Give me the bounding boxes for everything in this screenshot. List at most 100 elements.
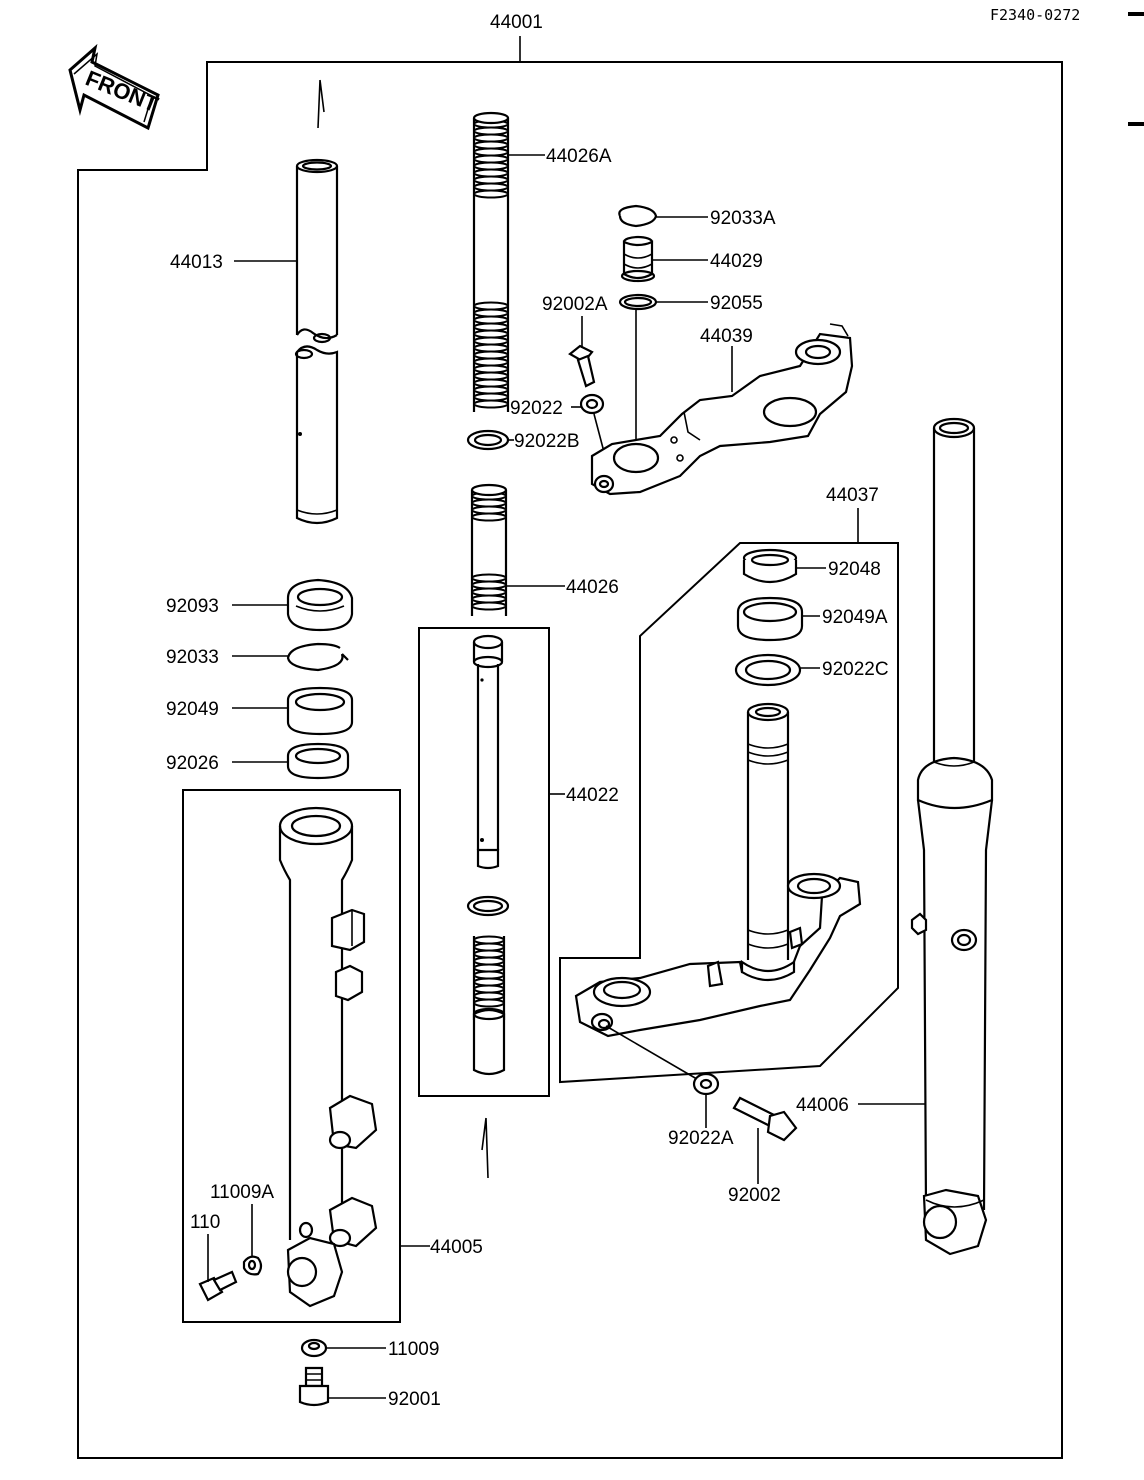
- washer-92026: [286, 742, 350, 780]
- label-92026: 92026: [166, 753, 219, 774]
- spring-coil: [473, 935, 505, 945]
- washer-92022A: [692, 1072, 720, 1096]
- front-arrow-icon: FRONT: [68, 43, 162, 131]
- label-92033A: 92033A: [710, 208, 776, 229]
- spring-coil: [473, 399, 509, 409]
- label-92002A: 92002A: [542, 294, 608, 315]
- label-92022C: 92022C: [822, 659, 889, 680]
- spring-coil: [473, 991, 505, 1001]
- spring-coil: [473, 963, 505, 973]
- label-44005: 44005: [430, 1237, 483, 1258]
- spring-coil: [471, 594, 507, 604]
- circlip-92033: [286, 642, 349, 672]
- label-92055: 92055: [710, 293, 763, 314]
- label-44026: 44026: [566, 577, 619, 598]
- fork-spring-44026A: [472, 111, 510, 412]
- drawing-code: F2340-0272: [990, 6, 1080, 24]
- damper-rod-44022: [466, 634, 510, 1076]
- cap-bolt-44029: [620, 235, 656, 283]
- spring-coil: [471, 512, 507, 522]
- drain-bolt-110: [198, 1270, 238, 1302]
- spring-coil: [471, 498, 507, 508]
- spring-coil: [473, 168, 509, 178]
- spring-coil: [473, 984, 505, 994]
- spring-coil: [473, 175, 509, 185]
- edge-mark-bottom: [1128, 122, 1144, 126]
- direction-arrow-bottom: [481, 1117, 489, 1179]
- assembly-frame: [77, 61, 1063, 1459]
- bolt-92002A: [568, 344, 596, 388]
- spring-coil: [473, 189, 509, 199]
- label-92049A: 92049A: [822, 607, 888, 628]
- o-ring-92055: [618, 293, 658, 311]
- label-92022: 92022: [510, 398, 563, 419]
- spring-coil: [473, 154, 509, 164]
- spring-coil: [471, 587, 507, 597]
- stem-nut-92048: [742, 548, 798, 584]
- spring-coil: [473, 970, 505, 980]
- clamp-bolt-92002: [732, 1096, 798, 1142]
- label-44026A: 44026A: [546, 146, 612, 167]
- box-44022: [418, 627, 550, 1097]
- complete-fork-44006: [910, 417, 994, 1256]
- bearing-92049A: [736, 596, 804, 642]
- spring-coil: [473, 357, 509, 367]
- spring-coil: [473, 322, 509, 332]
- gasket-11009: [300, 1338, 328, 1358]
- label-92022B: 92022B: [514, 431, 580, 452]
- spring-coil: [471, 505, 507, 515]
- spring-coil: [473, 126, 509, 136]
- spring-coil: [473, 336, 509, 346]
- box-44005: [182, 789, 401, 1323]
- box-44037: [559, 542, 899, 1084]
- label-44029: 44029: [710, 251, 763, 272]
- label-92033: 92033: [166, 647, 219, 668]
- spring-coil: [473, 977, 505, 987]
- gasket-11009A: [242, 1255, 263, 1276]
- label-110: 110: [190, 1212, 220, 1233]
- spring-coil: [473, 998, 505, 1008]
- label-92002: 92002: [728, 1185, 781, 1206]
- spring-coil: [473, 392, 509, 402]
- spring-coil: [473, 956, 505, 966]
- label-44022: 44022: [566, 785, 619, 806]
- spring-coil: [473, 147, 509, 157]
- steering-stem-lower-bracket: [574, 702, 862, 1038]
- spring-coil: [473, 161, 509, 171]
- spring-coil: [471, 601, 507, 611]
- spring-coil: [473, 385, 509, 395]
- edge-mark-top: [1128, 12, 1144, 16]
- spring-coil: [473, 140, 509, 150]
- spring-coil: [473, 133, 509, 143]
- bolt-92001: [298, 1366, 330, 1407]
- label-11009: 11009: [388, 1339, 439, 1360]
- direction-arrow-top: [317, 79, 325, 129]
- spring-coil: [473, 350, 509, 360]
- circlip-92033A: [618, 204, 658, 228]
- label-92001: 92001: [388, 1389, 441, 1410]
- spring-coil: [473, 343, 509, 353]
- label-92022A: 92022A: [668, 1128, 734, 1149]
- spring-coil: [473, 364, 509, 374]
- spring-coil: [473, 301, 509, 311]
- spring-coil: [473, 378, 509, 388]
- fork-inner-tube: [294, 158, 339, 525]
- fork-outer-tube-44005: [278, 806, 378, 1308]
- spring-coil: [473, 182, 509, 192]
- spring-coil: [473, 315, 509, 325]
- bushing-92049: [286, 686, 354, 736]
- label-92093: 92093: [166, 596, 219, 617]
- spring-coil: [471, 573, 507, 583]
- label-44037: 44037: [826, 485, 879, 506]
- fork-spring-44026: [470, 483, 508, 616]
- spring-coil: [473, 329, 509, 339]
- spring-coil: [473, 308, 509, 318]
- spring-coil: [473, 949, 505, 959]
- upper-bracket-44039: [590, 323, 854, 496]
- label-11009A: 11009A: [210, 1182, 274, 1203]
- label-92048: 92048: [828, 559, 881, 580]
- spring-coil: [473, 942, 505, 952]
- oil-seal-92093: [286, 578, 354, 632]
